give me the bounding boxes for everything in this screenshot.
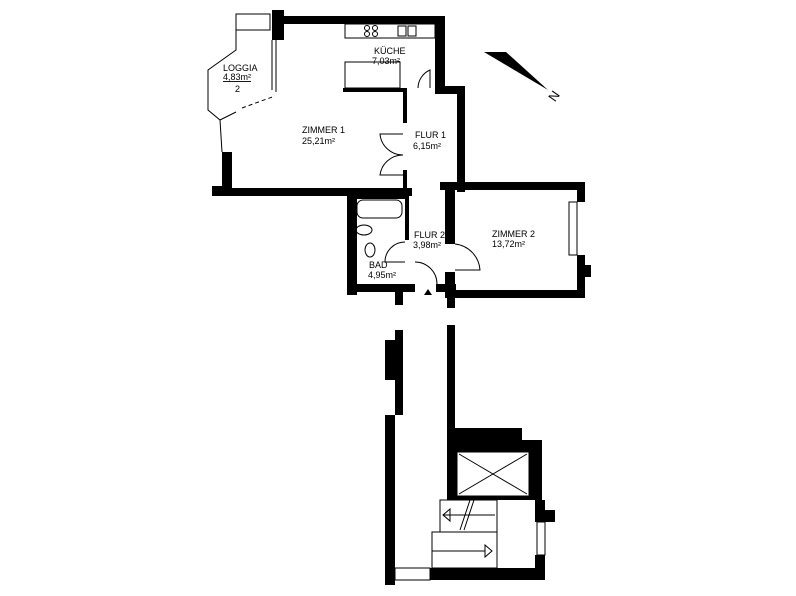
- loggia-note: 2: [235, 84, 240, 94]
- flur2-name: FLUR 2: [414, 230, 445, 240]
- bad-area: 4,95m²: [368, 270, 396, 280]
- loggia-area: 4,83m²: [223, 72, 251, 82]
- loggia-name: LOGGIA: [223, 63, 258, 73]
- bad-name: BAD: [369, 260, 388, 270]
- kueche-area: 7,03m²: [372, 56, 400, 66]
- zimmer1-name: ZIMMER 1: [302, 125, 345, 135]
- kueche-name: KÜCHE: [374, 46, 406, 56]
- flur2-area: 3,98m²: [413, 240, 441, 250]
- zimmer2-name: ZIMMER 2: [492, 229, 535, 239]
- zimmer1-area: 25,21m²: [302, 136, 335, 146]
- north-arrow: N: [484, 52, 563, 104]
- flur1-area: 6,15m²: [413, 141, 441, 151]
- room-labels: LOGGIA 4,83m² 2 KÜCHE 7,03m² ZIMMER 1 25…: [223, 46, 535, 280]
- fixtures: [207, 13, 578, 581]
- zimmer2-area: 13,72m²: [492, 239, 525, 249]
- walls: [212, 10, 591, 585]
- flur1-name: FLUR 1: [415, 130, 446, 140]
- north-label: N: [545, 88, 563, 104]
